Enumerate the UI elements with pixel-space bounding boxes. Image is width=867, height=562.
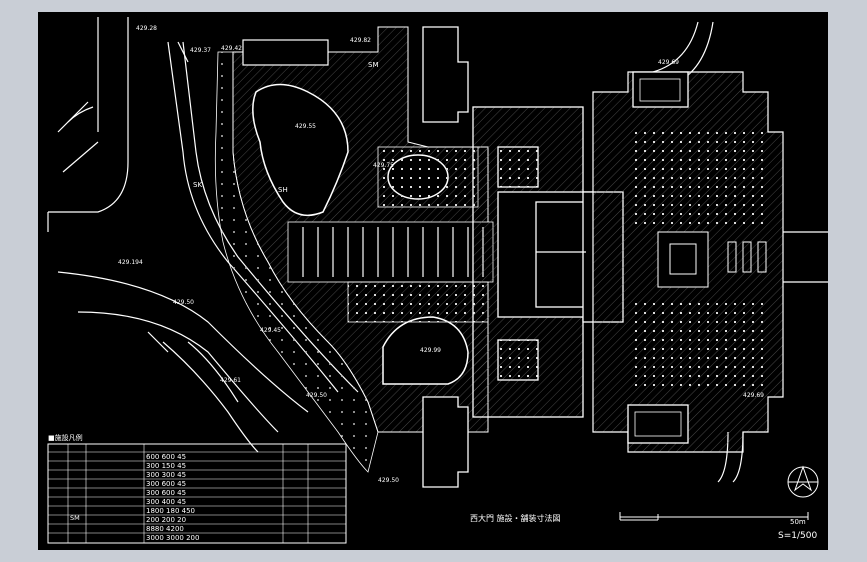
legend-row-dims: 300 400 45 bbox=[146, 498, 186, 506]
north-arrow-icon bbox=[787, 465, 819, 498]
gate-structures bbox=[422, 26, 624, 488]
drawing-title: 西大門 施設・舗装寸法図 bbox=[470, 513, 561, 523]
site-plan: 429.28 429.37 429.42 429.82 429.69 429.1… bbox=[47, 17, 828, 544]
legend-row-dims: 3000 3000 200 bbox=[146, 534, 199, 542]
legend-row-dims: 300 600 45 bbox=[146, 489, 186, 497]
legend-row-dims: 300 150 45 bbox=[146, 462, 186, 470]
legend-row-dims: 200 200 20 bbox=[146, 516, 186, 524]
svg-text:429.55: 429.55 bbox=[295, 123, 316, 130]
east-plaza bbox=[592, 71, 784, 453]
plan-annotations: 429.28 429.37 429.42 429.82 429.69 429.1… bbox=[118, 25, 764, 484]
svg-text:429.99: 429.99 bbox=[420, 347, 441, 354]
svg-text:429.42: 429.42 bbox=[221, 45, 242, 52]
legend-row-dims: 300 300 45 bbox=[146, 471, 186, 479]
svg-text:429.75: 429.75 bbox=[373, 162, 394, 169]
drawing-canvas: 429.28 429.37 429.42 429.82 429.69 429.1… bbox=[38, 12, 828, 550]
svg-text:429.69: 429.69 bbox=[743, 392, 764, 399]
legend-row-dims: 8880 4200 bbox=[146, 525, 184, 533]
svg-text:429.61: 429.61 bbox=[220, 377, 241, 384]
west-plaza bbox=[214, 26, 494, 473]
legend-row-dims: 300 600 45 bbox=[146, 480, 186, 488]
svg-text:SH: SH bbox=[278, 186, 288, 194]
svg-text:429.50: 429.50 bbox=[306, 392, 327, 399]
svg-text:429.37: 429.37 bbox=[190, 47, 211, 54]
svg-text:SM: SM bbox=[368, 61, 378, 69]
svg-text:429.194: 429.194 bbox=[118, 259, 143, 266]
scale-label: S=1/500 bbox=[778, 531, 817, 541]
scalebar-label: 50m bbox=[790, 518, 806, 526]
svg-text:429.50: 429.50 bbox=[378, 477, 399, 484]
legend-row-symbol: SM bbox=[70, 514, 80, 522]
svg-text:429.28: 429.28 bbox=[136, 25, 157, 32]
svg-text:429.82: 429.82 bbox=[350, 37, 371, 44]
svg-text:429.45: 429.45 bbox=[260, 327, 281, 334]
svg-text:429.50: 429.50 bbox=[173, 299, 194, 306]
legend-title: ■施設凡例 bbox=[48, 433, 83, 442]
title-block: 西大門 施設・舗装寸法図 50m S=1/500 bbox=[470, 465, 819, 541]
svg-text:SK: SK bbox=[193, 181, 202, 189]
facility-legend: ■施設凡例 SM 600 600 45 300 150 45 300 300 4… bbox=[47, 433, 347, 544]
legend-row-dims: 600 600 45 bbox=[146, 453, 186, 461]
legend-row-dims: 1800 180 450 bbox=[146, 507, 195, 515]
svg-text:429.69: 429.69 bbox=[658, 59, 679, 66]
